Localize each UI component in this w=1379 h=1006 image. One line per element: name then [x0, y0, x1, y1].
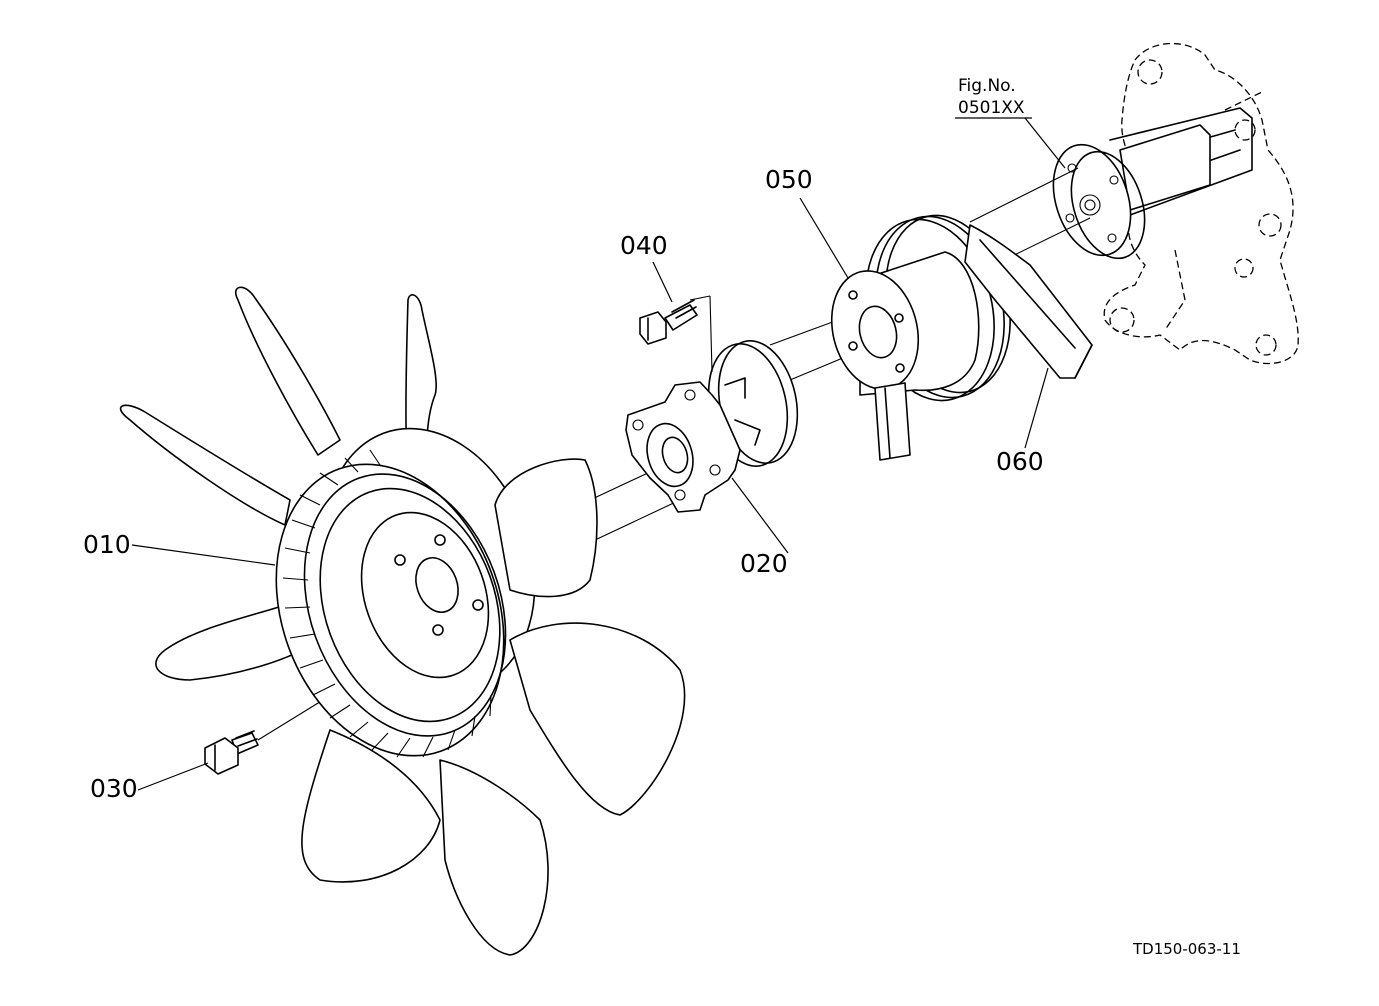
cooling-fan	[119, 286, 686, 956]
leader-lines	[131, 117, 1066, 791]
callout-040: 040	[620, 231, 668, 260]
fig-number: 0501XX	[958, 98, 1025, 118]
callout-030: 030	[90, 774, 138, 803]
fan-spacer	[625, 340, 799, 513]
callout-020: 020	[740, 549, 788, 578]
drawing-id: TD150-063-11	[1132, 940, 1241, 958]
pump-flange	[1052, 107, 1253, 260]
callout-labels: 010 020 030 040 050 060	[83, 165, 1044, 803]
callout-010: 010	[83, 530, 131, 559]
fan-drive-pulley	[830, 214, 1011, 402]
fig-label: Fig.No.	[958, 76, 1016, 96]
water-pump-reference	[1103, 42, 1299, 365]
bolt-030	[204, 730, 259, 775]
bolt-040	[639, 299, 698, 345]
figure-reference: Fig.No. 0501XX	[958, 76, 1025, 118]
callout-050: 050	[765, 165, 813, 194]
callout-060: 060	[996, 447, 1044, 476]
v-belt	[874, 224, 1093, 461]
